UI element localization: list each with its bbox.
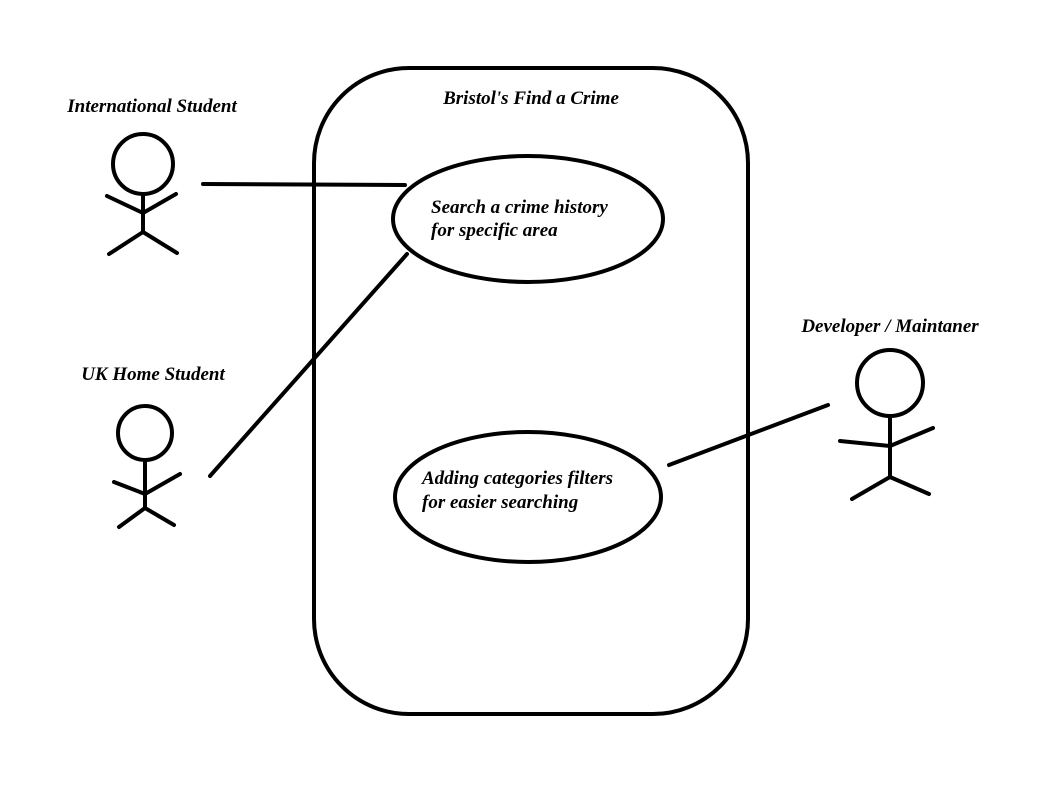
use-case-search-ellipse — [391, 154, 665, 284]
association-developer-filters — [667, 403, 830, 467]
system-boundary — [312, 66, 750, 716]
association-international-search — [201, 182, 407, 187]
association-uk-search — [208, 252, 409, 478]
use-case-filters-line2: for easier searching — [422, 492, 578, 513]
use-case-search-line2: for specific area — [431, 220, 558, 241]
stick-figure-icon — [112, 404, 182, 529]
actor-developer-label: Developer / Maintaner — [800, 316, 979, 337]
system-title: Bristol's Find a Crime — [442, 88, 619, 109]
use-case-filters-line1: Adding categories filters — [421, 468, 613, 489]
actor-international-student-label: International Student — [66, 96, 237, 117]
actor-uk-home-student: UK Home Student — [81, 364, 226, 529]
actor-international-student: International Student — [66, 96, 237, 256]
use-case-filters-ellipse — [393, 430, 663, 564]
actor-uk-home-student-label: UK Home Student — [81, 364, 225, 385]
stick-figure-icon — [105, 132, 179, 256]
use-case-search-line1: Search a crime history — [431, 197, 608, 218]
stick-figure-icon — [838, 348, 935, 501]
actor-developer: Developer / Maintaner — [800, 316, 979, 501]
